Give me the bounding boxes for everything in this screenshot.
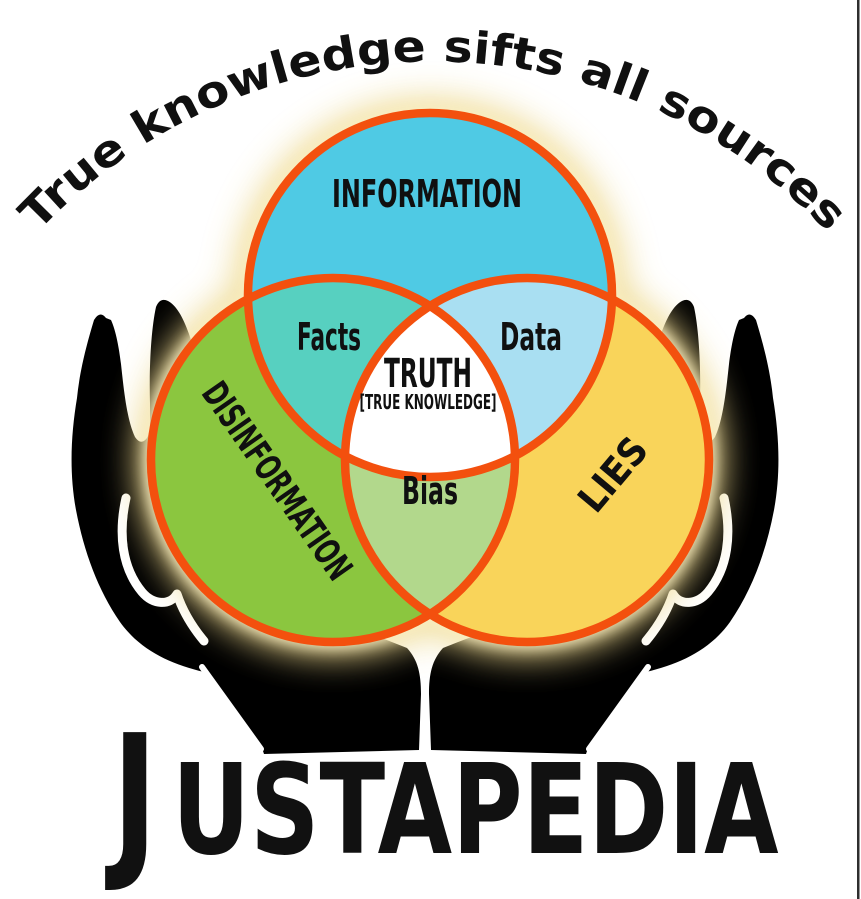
label-true-knowledge: [TRUE KNOWLEDGE]	[360, 390, 497, 414]
label-data: Data	[500, 315, 562, 359]
label-facts: Facts	[297, 315, 361, 359]
venn-diagram: INFORMATION DISINFORMATION LIES Facts Da…	[146, 108, 714, 647]
venn-outline-disinformation	[146, 273, 520, 647]
venn-outline-lies	[340, 273, 714, 647]
label-bias: Bias	[402, 469, 458, 513]
label-information: INFORMATION	[332, 172, 522, 216]
wordmark-rest: USTAPEDIA	[172, 738, 779, 884]
venn-center-truth-region	[345, 278, 515, 477]
wordmark-group: J USTAPEDIA	[105, 699, 779, 896]
label-truth: TRUTH	[384, 351, 472, 397]
venn-outlines	[146, 108, 714, 647]
wordmark-initial: J	[105, 699, 158, 896]
page-edge-line	[857, 0, 860, 899]
